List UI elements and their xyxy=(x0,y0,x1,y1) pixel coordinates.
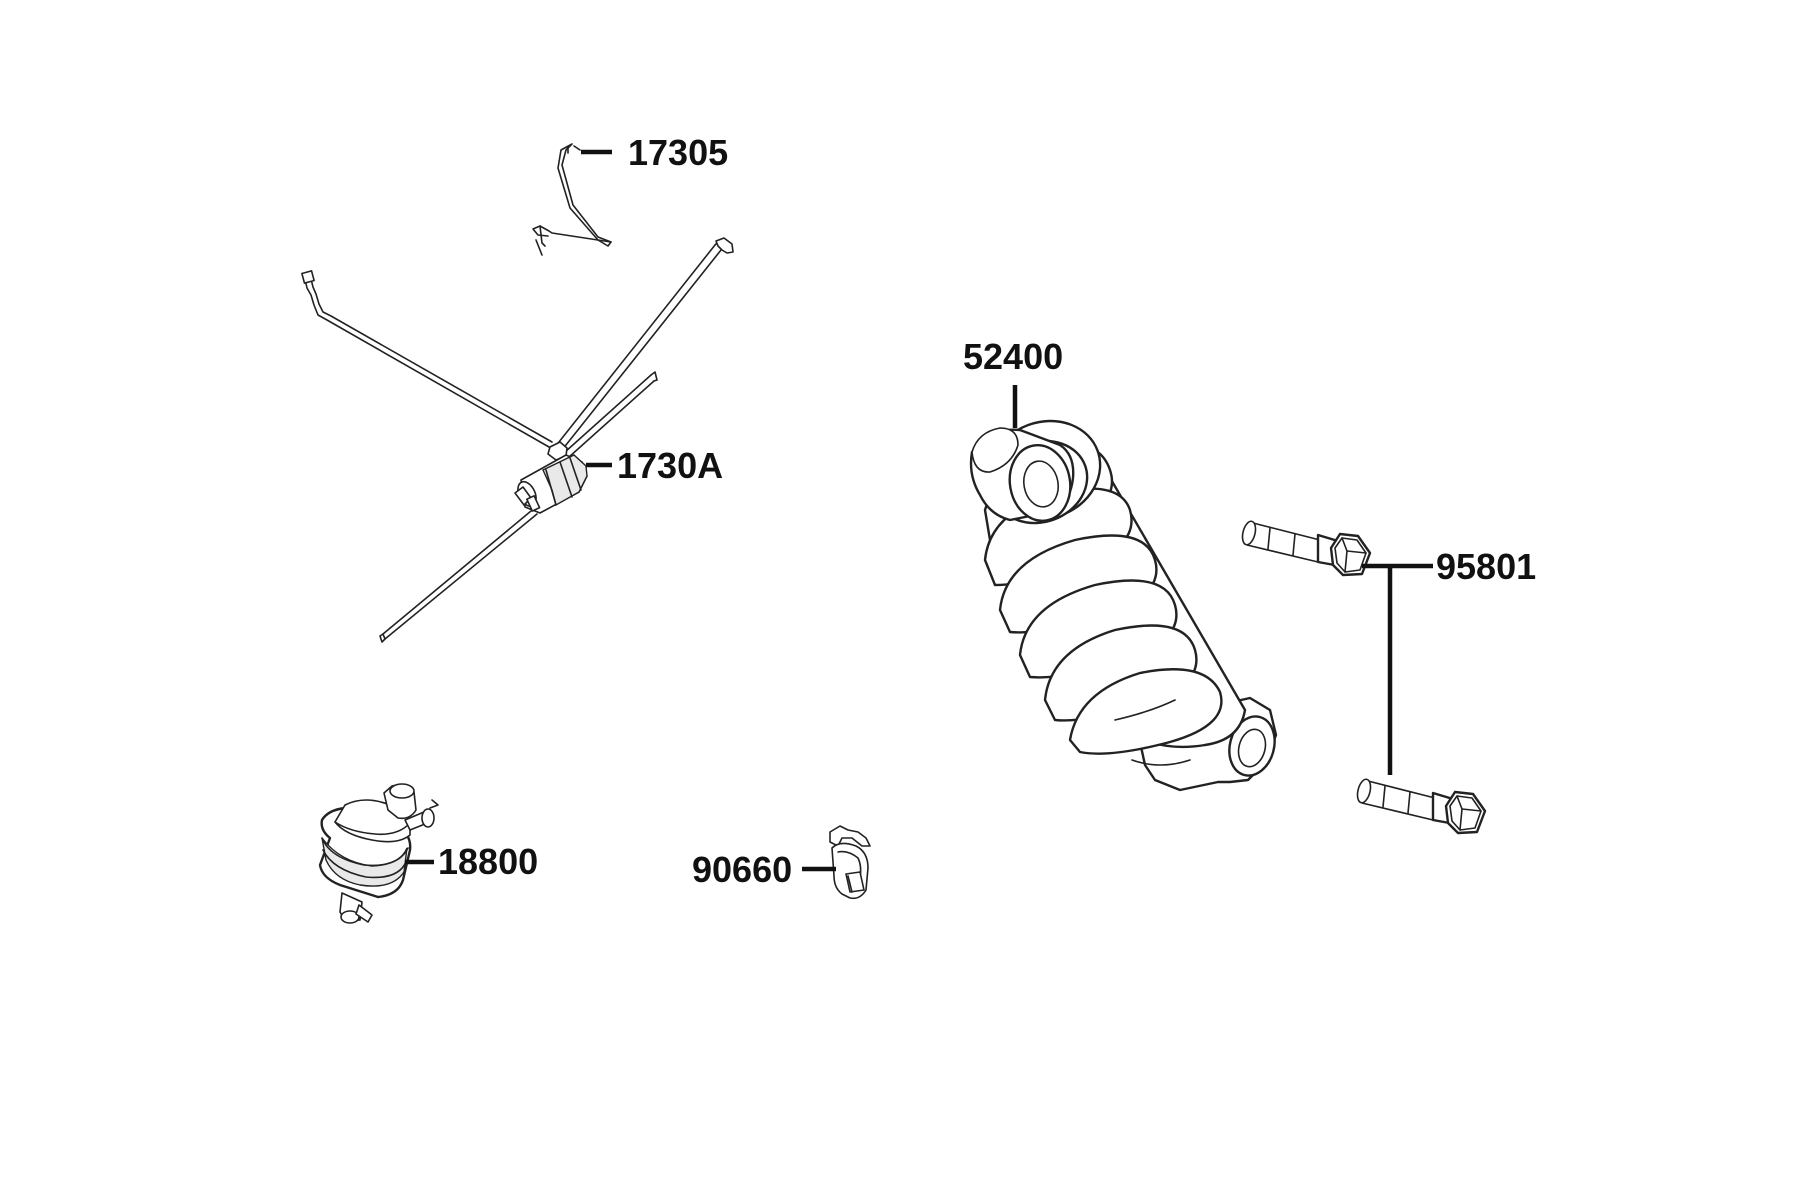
part-label-18800: 18800 xyxy=(438,841,538,882)
part-95801-drawing-upper xyxy=(1241,520,1372,577)
part-1730A-drawing xyxy=(301,237,734,643)
part-label-17305: 17305 xyxy=(628,132,728,173)
part-label-52400: 52400 xyxy=(963,336,1063,377)
part-label-1730A: 1730A xyxy=(617,445,723,486)
part-18800-drawing xyxy=(318,783,439,924)
leader-95801 xyxy=(1362,563,1433,775)
part-90660-drawing xyxy=(829,825,871,900)
part-label-90660: 90660 xyxy=(692,849,792,890)
part-95801-drawing-lower xyxy=(1356,778,1487,835)
part-52400-drawing xyxy=(969,419,1278,792)
part-label-95801: 95801 xyxy=(1436,546,1536,587)
part-17305-drawing xyxy=(532,143,612,256)
